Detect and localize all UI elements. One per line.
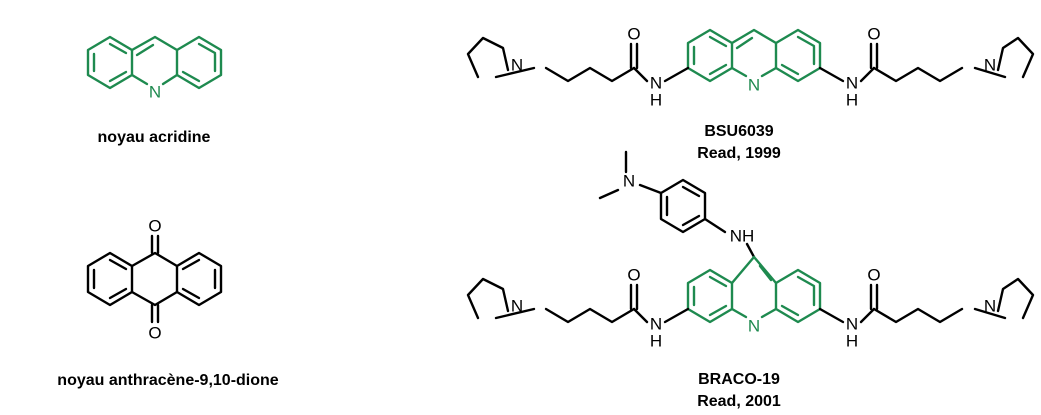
braco19-dimethylaminophenyl <box>598 150 756 259</box>
braco19-reference: Read, 2001 <box>697 393 781 410</box>
acridine-caption: noyau acridine <box>98 129 211 146</box>
anthraquinone-caption: noyau anthracène-9,10-dione <box>57 372 278 389</box>
bsu6039-right-pyrrolidine-nitrogen: N <box>984 56 996 75</box>
braco19-right-pyrrolidine-nitrogen: N <box>984 297 996 316</box>
bsu6039-caption: BSU6039 <box>704 123 773 140</box>
bsu6039-acridine-nitrogen: N <box>748 76 760 95</box>
braco19-structure: N NH N N H O <box>466 150 1035 410</box>
braco19-left-pyrrolidine-nitrogen: N <box>511 297 523 316</box>
bsu6039-right-amide-hydrogen: H <box>846 91 858 110</box>
braco19-left-chain <box>466 277 690 324</box>
bsu6039-left-amide-hydrogen: H <box>650 91 662 110</box>
anthraquinone-skeleton <box>86 234 223 324</box>
bsu6039-left-chain <box>466 36 690 83</box>
anthraquinone-oxygen-bottom: O <box>148 324 161 343</box>
bsu6039-reference: Read, 1999 <box>697 145 781 162</box>
bsu6039-acridine-core <box>686 28 822 83</box>
braco19-right-amide-hydrogen: H <box>846 332 858 351</box>
braco19-left-amide-hydrogen: H <box>650 332 662 351</box>
braco19-anilino-nh: NH <box>730 227 755 246</box>
braco19-dimethylamino-nitrogen: N <box>623 172 635 191</box>
bsu6039-left-carbonyl-oxygen: O <box>627 25 640 44</box>
braco19-right-carbonyl-oxygen: O <box>867 266 880 285</box>
acridine-skeleton <box>86 35 223 90</box>
acridine-structure: N noyau acridine <box>86 35 223 146</box>
braco19-caption: BRACO-19 <box>698 371 780 388</box>
bsu6039-right-amide-nitrogen: N <box>846 74 858 93</box>
bsu6039-structure: N N H O N N H O N BSU6039 Rea <box>466 25 1035 162</box>
bsu6039-right-chain <box>818 36 1035 83</box>
braco19-left-amide-nitrogen: N <box>650 315 662 334</box>
anthraquinone-structure: O O noyau anthracène-9,10-dione <box>57 217 278 390</box>
braco19-right-amide-nitrogen: N <box>846 315 858 334</box>
acridine-nitrogen: N <box>149 83 161 102</box>
braco19-acridine-core <box>686 255 822 324</box>
braco19-right-chain <box>818 277 1035 324</box>
bsu6039-left-amide-nitrogen: N <box>650 74 662 93</box>
bsu6039-right-carbonyl-oxygen: O <box>867 25 880 44</box>
anthraquinone-oxygen-top: O <box>148 217 161 236</box>
bsu6039-left-pyrrolidine-nitrogen: N <box>511 56 523 75</box>
braco19-left-carbonyl-oxygen: O <box>627 266 640 285</box>
braco19-acridine-nitrogen: N <box>748 317 760 336</box>
